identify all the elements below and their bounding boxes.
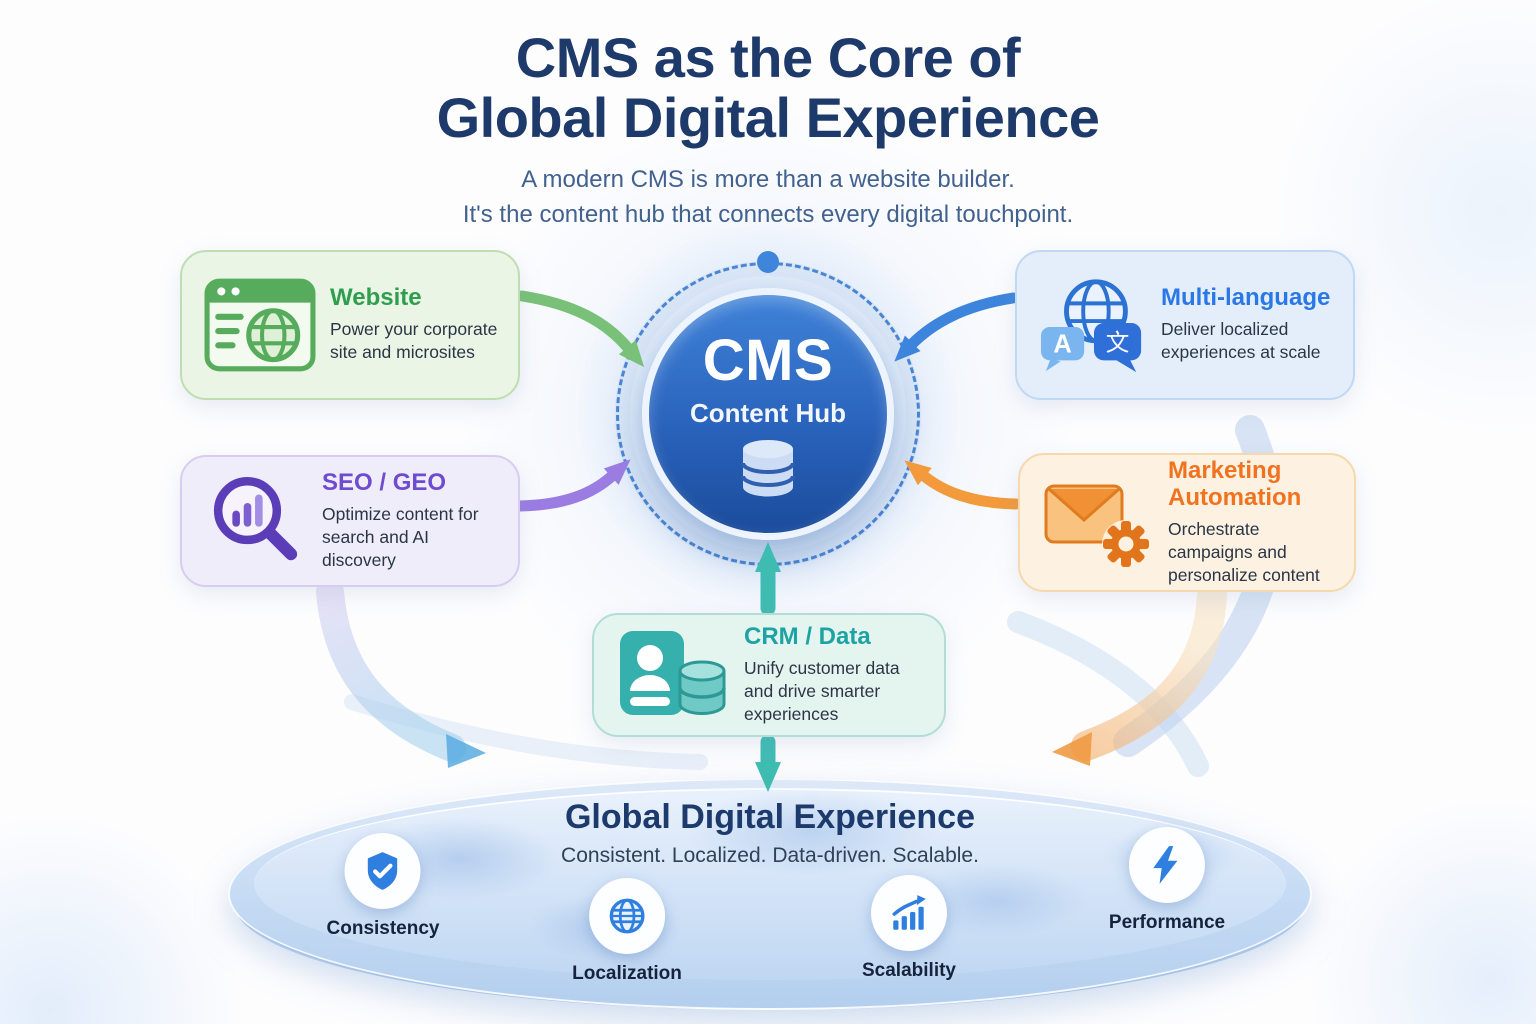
- card-description: Deliver localized experiences at scale: [1161, 319, 1321, 363]
- card-text: CRM / Data Unify customer data and drive…: [744, 622, 924, 726]
- shield-check-icon: [368, 852, 398, 890]
- globe-icon: [609, 898, 645, 934]
- feature-label: Consistency: [326, 918, 440, 939]
- database-icon: [741, 439, 795, 496]
- hub-title: CMS: [702, 327, 834, 393]
- global-experience-platform: Global Digital Experience Consistent. Lo…: [228, 778, 1312, 1010]
- marketing-to-platform-swoosh: [1071, 581, 1227, 761]
- feature-circle: [871, 875, 947, 951]
- platform-title: Global Digital Experience: [564, 798, 975, 836]
- card-icon-wrap: [204, 278, 316, 372]
- card-website: Website Power your corporate site and mi…: [180, 250, 520, 400]
- seo-swoosh-arrowhead-icon: [446, 734, 486, 768]
- card-multi-language: A 文 Multi-language Deliver localized exp…: [1015, 250, 1355, 400]
- card-icon-wrap: [1042, 474, 1154, 572]
- card-title: Website: [330, 284, 422, 312]
- page-subtitle-line2: It's the content hub that connects every…: [462, 200, 1074, 228]
- seo-to-platform-swoosh: [316, 578, 466, 762]
- feature-performance: Performance: [1109, 827, 1225, 934]
- feature-scalability: Scalability: [862, 875, 956, 982]
- feature-label: Performance: [1108, 912, 1226, 933]
- browser-globe-icon: [204, 278, 316, 372]
- magnifier-chart-icon: [213, 477, 298, 561]
- card-text: Multi-language Deliver localized experie…: [1161, 285, 1333, 364]
- card-text: Website Power your corporate site and mi…: [330, 285, 498, 364]
- svg-text:A: A: [1053, 330, 1071, 358]
- page-title-line1: CMS as the Core of: [515, 26, 1021, 89]
- card-icon-wrap: [204, 469, 308, 573]
- platform-subtitle: Consistent. Localized. Data-driven. Scal…: [561, 844, 979, 867]
- card-marketing-automation: Marketing Automation Orchestrate campaig…: [1018, 453, 1356, 592]
- page-subtitle: A modern CMS is more than a website buil…: [0, 163, 1536, 233]
- feature-circle: [344, 833, 421, 909]
- hub-orbit-dot: [757, 251, 779, 273]
- cjk-bubble-icon: 文: [1093, 323, 1142, 373]
- page-title-line2: Global Digital Experience: [436, 86, 1100, 150]
- platform-world-map: [254, 788, 1286, 980]
- card-description: Orchestrate campaigns and personalize co…: [1168, 518, 1320, 585]
- card-text: SEO / GEO Optimize content for search an…: [322, 468, 498, 572]
- feature-circle: [1128, 827, 1205, 903]
- database-cylinder-icon: [678, 660, 726, 715]
- feature-label: Localization: [572, 963, 682, 984]
- envelope-gear-icon: [1044, 484, 1150, 568]
- cms-hub: CMS Content Hub: [642, 288, 894, 540]
- growth-chart-icon: [892, 895, 926, 930]
- card-icon-wrap: [616, 628, 730, 722]
- card-icon-wrap: A 文: [1039, 275, 1147, 375]
- decorative-arc-right-2: [1007, 611, 1209, 777]
- card-description: Unify customer data and drive smarter ex…: [744, 657, 900, 724]
- gear-icon: [1102, 519, 1150, 568]
- lightning-icon: [1153, 846, 1178, 884]
- feature-circle: [588, 878, 665, 954]
- globe-translate-icon: A 文: [1040, 279, 1142, 373]
- hub-subtitle: Content Hub: [690, 397, 846, 428]
- marketing-swoosh-arrowhead-icon: [1052, 732, 1092, 766]
- card-title: Multi-language: [1161, 284, 1331, 312]
- card-title: SEO / GEO: [322, 468, 447, 496]
- page-subtitle-line1: A modern CMS is more than a website buil…: [521, 165, 1015, 193]
- card-crm-data: CRM / Data Unify customer data and drive…: [592, 613, 946, 737]
- feature-consistency: Consistency: [326, 833, 440, 940]
- latin-bubble-icon: A: [1040, 326, 1085, 372]
- contact-database-icon: [620, 631, 726, 715]
- feature-label: Scalability: [862, 960, 956, 981]
- card-seo-geo: SEO / GEO Optimize content for search an…: [180, 455, 520, 587]
- feature-localization: Localization: [572, 878, 682, 985]
- card-text: Marketing Automation Orchestrate campaig…: [1168, 456, 1334, 587]
- card-description: Optimize content for search and AI disco…: [322, 503, 479, 570]
- svg-text:文: 文: [1106, 330, 1130, 356]
- header: CMS as the Core of Global Digital Experi…: [0, 26, 1536, 233]
- card-title: Marketing Automation: [1168, 456, 1302, 511]
- card-title: CRM / Data: [744, 622, 871, 650]
- card-description: Power your corporate site and microsites: [330, 319, 498, 363]
